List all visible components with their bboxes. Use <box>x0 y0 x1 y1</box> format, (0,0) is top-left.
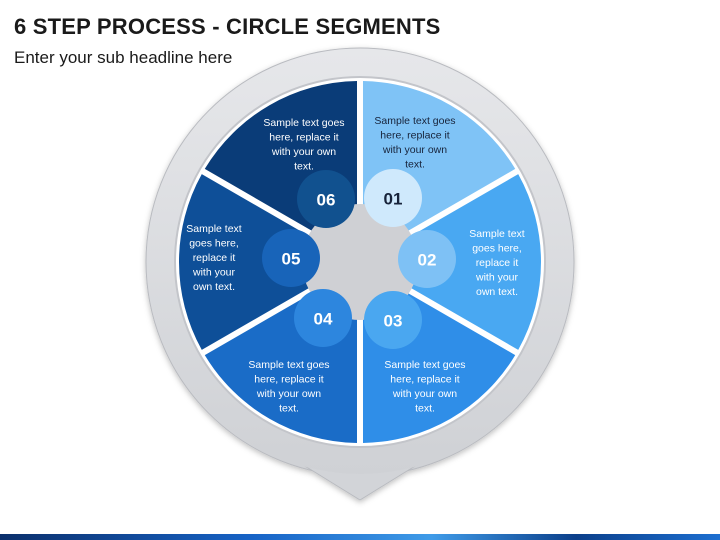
step-number-bubble <box>297 170 355 228</box>
step-number-label: 06 <box>317 191 336 210</box>
step-text-06: Sample text goes here, replace it with you… <box>263 117 344 173</box>
step-number-06: 06 <box>297 170 355 228</box>
step-text-line: here, replace it <box>254 374 324 386</box>
step-text-line: Sample text <box>186 223 242 235</box>
step-number-label: 02 <box>418 251 437 270</box>
step-number-bubble <box>294 289 352 347</box>
step-text-line: with your <box>192 267 236 279</box>
step-text-02: Sample text goes here, replace it with your… <box>469 228 525 298</box>
step-number-label: 01 <box>384 190 403 209</box>
step-text-line: text. <box>405 159 425 171</box>
step-number-04: 04 <box>294 289 352 347</box>
step-text-line: with your own <box>392 388 457 400</box>
step-numbers: 01 02 03 04 05 06 <box>262 169 456 349</box>
step-text-03: Sample text goes here, replace it with you… <box>384 359 465 415</box>
step-text-line: text. <box>294 161 314 173</box>
step-number-label: 04 <box>314 310 333 329</box>
step-text-line: text. <box>415 403 435 415</box>
step-text-line: here, replace it <box>269 132 339 144</box>
step-text-line: Sample text goes <box>374 115 455 127</box>
step-text-line: goes here, <box>189 238 239 250</box>
step-text-line: with your <box>475 272 519 284</box>
bottom-accent-bar <box>0 534 720 540</box>
step-number-label: 03 <box>384 312 403 331</box>
step-number-label: 05 <box>282 250 301 269</box>
step-number-bubble <box>398 230 456 288</box>
step-text-line: Sample text goes <box>263 117 344 129</box>
step-number-bubble <box>364 291 422 349</box>
step-text-line: Sample text <box>469 228 525 240</box>
step-texts: Sample text goes here, replace it with you… <box>186 115 525 415</box>
step-text-line: own text. <box>193 281 235 293</box>
step-number-01: 01 <box>364 169 422 227</box>
step-text-line: text. <box>279 403 299 415</box>
step-text-line: with your own <box>271 146 336 158</box>
segment-02 <box>402 174 541 350</box>
step-text-04: Sample text goes here, replace it with you… <box>248 359 329 415</box>
step-text-line: replace it <box>193 252 236 264</box>
step-text-line: with your own <box>382 144 447 156</box>
step-text-line: replace it <box>476 257 519 269</box>
step-text-line: goes here, <box>472 243 522 255</box>
step-number-03: 03 <box>364 291 422 349</box>
step-text-line: here, replace it <box>390 374 460 386</box>
step-text-line: with your own <box>256 388 321 400</box>
segment-05 <box>179 174 318 350</box>
step-text-line: here, replace it <box>380 130 450 142</box>
step-text-line: own text. <box>476 286 518 298</box>
step-number-bubble <box>364 169 422 227</box>
step-number-05: 05 <box>262 229 320 287</box>
page-subtitle: Enter your sub headline here <box>14 48 233 67</box>
step-text-05: Sample text goes here, replace it with your… <box>186 223 242 293</box>
step-text-line: Sample text goes <box>384 359 465 371</box>
step-number-02: 02 <box>398 230 456 288</box>
page-title: 6 STEP PROCESS - CIRCLE SEGMENTS <box>14 14 441 39</box>
step-text-line: Sample text goes <box>248 359 329 371</box>
step-text-01: Sample text goes here, replace it with you… <box>374 115 455 171</box>
step-number-bubble <box>262 229 320 287</box>
